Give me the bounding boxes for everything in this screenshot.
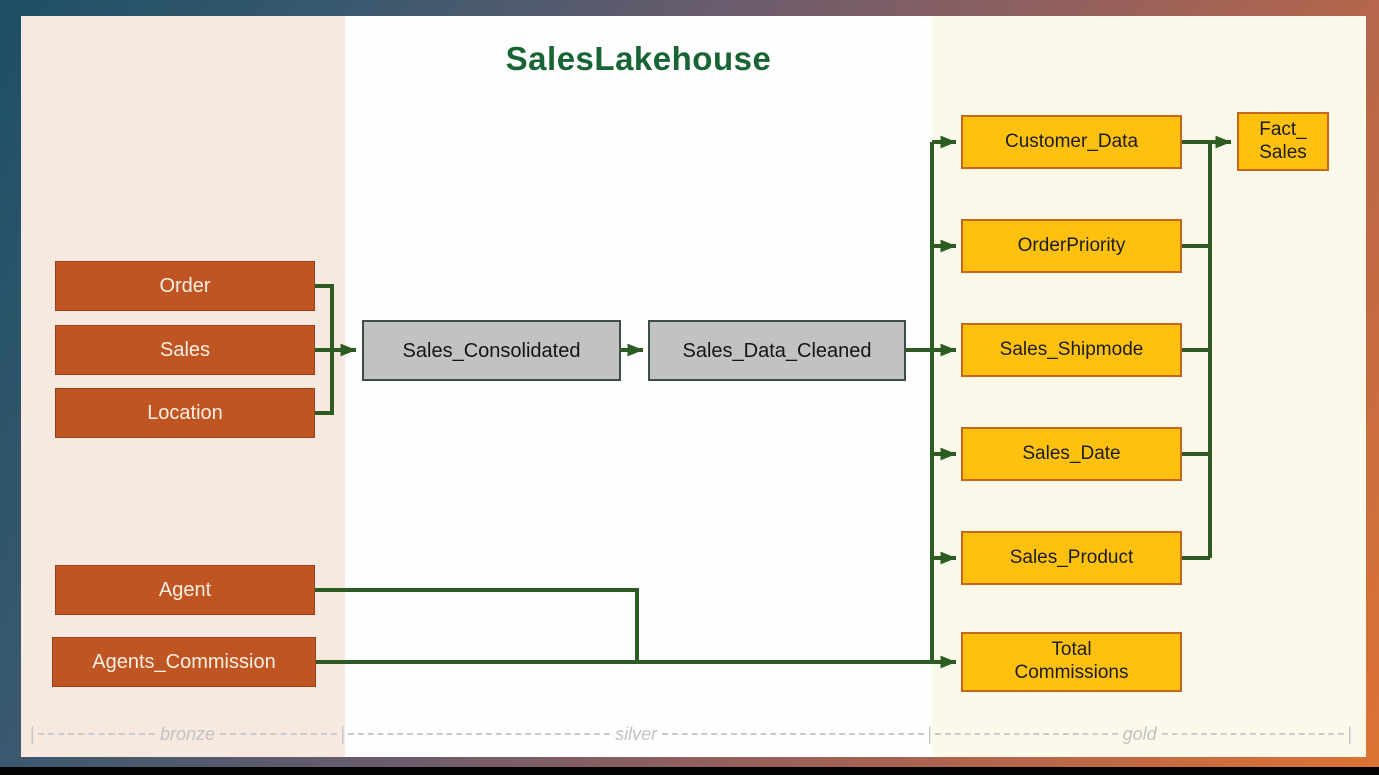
ruler-dash: [348, 733, 611, 735]
table-total-commissions: Total Commissions: [961, 632, 1182, 692]
silver-zone: [345, 16, 932, 757]
ruler-dash: [1161, 733, 1345, 735]
table-sales-shipmode-label: Sales_Shipmode: [999, 338, 1144, 360]
ruler-dash: [662, 733, 925, 735]
table-total-commissions-label: Total Commissions: [1014, 639, 1129, 683]
table-location: Location: [55, 388, 315, 438]
table-location-label: Location: [147, 402, 223, 424]
ruler-dash: [37, 733, 155, 735]
table-agent: Agent: [55, 565, 315, 615]
table-sales-shipmode: Sales_Shipmode: [961, 323, 1182, 377]
table-orderpriority-label: OrderPriority: [1017, 234, 1126, 256]
bottom-black-bar: [0, 767, 1379, 775]
silver-zone-label: silver: [615, 723, 658, 744]
table-sales-product: Sales_Product: [961, 531, 1182, 585]
ruler-pipe: |: [30, 723, 35, 744]
bronze-zone-label: bronze: [159, 723, 216, 744]
table-sales-product-label: Sales_Product: [1009, 546, 1134, 568]
table-agents-commission: Agents_Commission: [52, 637, 316, 687]
table-agents-commission-label: Agents_Commission: [92, 651, 276, 673]
table-fact-sales: Fact_ Sales: [1237, 112, 1329, 171]
table-order-label: Order: [159, 275, 211, 297]
table-customer-data-label: Customer_Data: [1004, 130, 1139, 152]
ruler-silver-segment: silver |: [345, 722, 932, 746]
ruler-gold-segment: gold |: [932, 722, 1352, 746]
ruler-bronze-segment: | bronze |: [30, 722, 345, 746]
table-sales-label: Sales: [159, 339, 211, 361]
table-agent-label: Agent: [158, 579, 212, 601]
table-sales-date-label: Sales_Date: [1022, 442, 1121, 464]
table-sales-date: Sales_Date: [961, 427, 1182, 481]
table-customer-data: Customer_Data: [961, 115, 1182, 169]
table-fact-sales-label: Fact_ Sales: [1259, 118, 1307, 163]
ruler-pipe: |: [1347, 723, 1352, 744]
table-sales-consolidated-label: Sales_Consolidated: [402, 339, 581, 362]
table-sales-consolidated: Sales_Consolidated: [362, 320, 621, 381]
ruler-pipe: |: [927, 723, 933, 744]
ruler-dash: [220, 733, 338, 735]
bronze-zone: [21, 16, 345, 757]
table-sales: Sales: [55, 325, 315, 375]
table-orderpriority: OrderPriority: [961, 219, 1182, 273]
table-sales-data-cleaned-label: Sales_Data_Cleaned: [682, 339, 872, 362]
gold-zone-label: gold: [1122, 723, 1157, 744]
ruler-dash: [935, 733, 1118, 735]
table-order: Order: [55, 261, 315, 311]
table-sales-data-cleaned: Sales_Data_Cleaned: [648, 320, 906, 381]
ruler-pipe: |: [340, 723, 346, 744]
diagram-title: SalesLakehouse: [505, 40, 772, 77]
